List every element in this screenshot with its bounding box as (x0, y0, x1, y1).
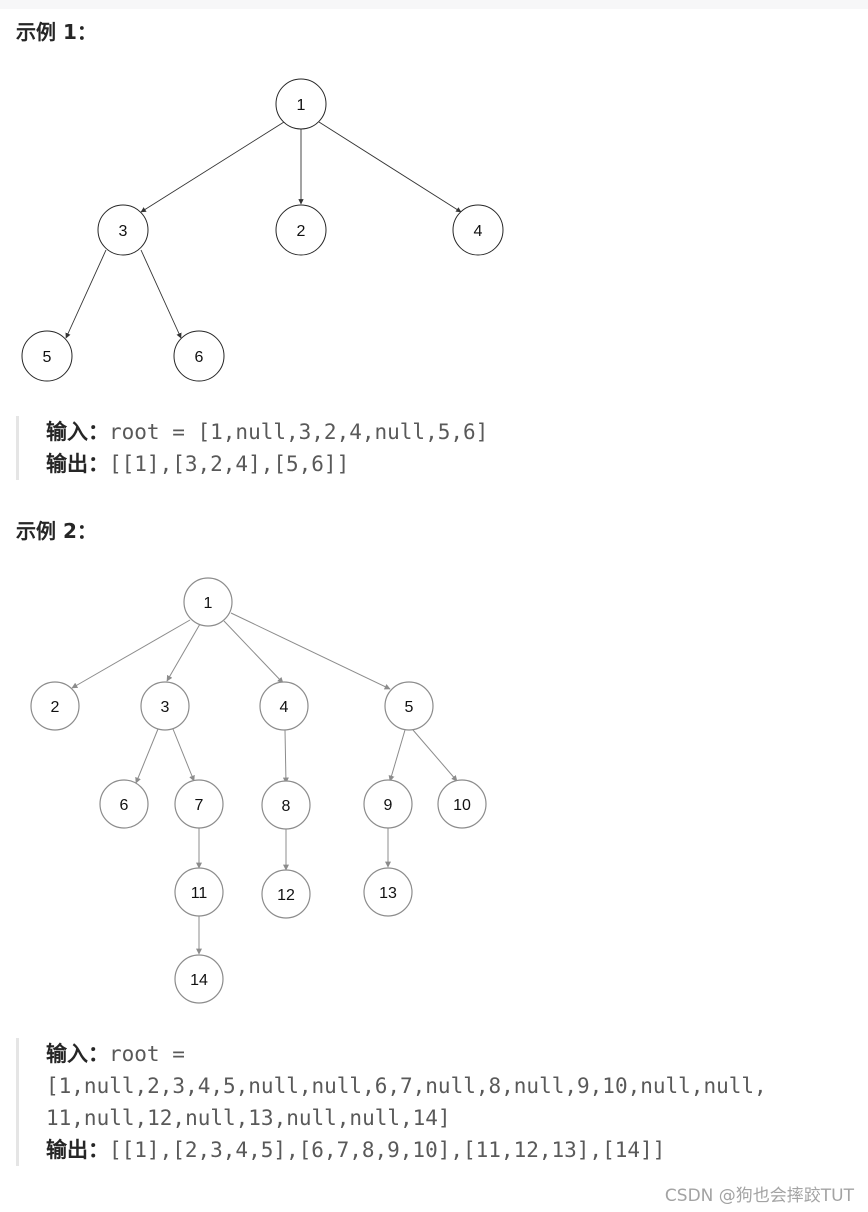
example-1-heading: 示例 1： (16, 20, 97, 44)
watermark: CSDN @狗也会摔跤TUT (664, 1186, 854, 1206)
tree-node: 11 (174, 867, 224, 917)
node-label: 13 (379, 885, 397, 902)
input-value-line-2: [1,null,2,3,4,5,null,null,6,7,null,8,nul… (46, 1074, 767, 1098)
example-2-io-block: 输入：root = [1,null,2,3,4,5,null,null,6,7,… (16, 1038, 767, 1166)
output-value: [[1],[3,2,4],[5,6]] (109, 452, 350, 476)
node-label: 7 (195, 797, 204, 814)
output-label: 输出： (46, 452, 109, 476)
node-label: 4 (280, 699, 289, 716)
node-label: 1 (204, 595, 213, 612)
edge-1-5 (230, 612, 391, 690)
example-2-tree-diagram: 1 2 3 4 5 6 7 8 9 10 11 12 13 14 (30, 577, 487, 1004)
tree-node: 14 (174, 954, 224, 1004)
output-label: 输出： (46, 1138, 109, 1162)
tree-node: 2 (275, 204, 327, 256)
node-label: 5 (43, 349, 52, 366)
edge-5-9 (388, 729, 406, 782)
edge-4-8 (282, 729, 289, 784)
edge-3-6 (135, 728, 159, 784)
edge-5-10 (412, 729, 458, 782)
output-line: 输出：[[1],[3,2,4],[5,6]] (46, 448, 488, 480)
tree-node: 6 (173, 330, 225, 382)
node-label: 3 (161, 699, 170, 716)
node-label: 10 (453, 797, 471, 814)
tree-node: 13 (363, 867, 413, 917)
tree-node: 12 (261, 869, 311, 919)
node-label: 5 (405, 699, 414, 716)
output-value: [[1],[2,3,4,5],[6,7,8,9,10],[11,12,13],[… (109, 1138, 666, 1162)
node-label: 6 (120, 797, 129, 814)
input-line: 输入：root = [1,null,3,2,4,null,5,6] (46, 416, 488, 448)
output-line: 输出：[[1],[2,3,4,5],[6,7,8,9,10],[11,12,13… (46, 1134, 767, 1166)
edge-1-4 (223, 620, 284, 684)
node-label: 6 (195, 349, 204, 366)
input-value-line-1: root = (109, 1042, 185, 1066)
edge-1-2 (71, 619, 191, 689)
input-label: 输入： (46, 420, 109, 444)
node-label: 2 (51, 699, 60, 716)
input-value-line-3: 11,null,12,null,13,null,null,14] (46, 1106, 451, 1130)
edge-1-3 (140, 121, 285, 213)
example-1-io-block: 输入：root = [1,null,3,2,4,null,5,6] 输出：[[1… (16, 416, 488, 480)
tree-node: 8 (261, 780, 311, 830)
node-label: 14 (190, 972, 208, 989)
edge-3-5 (65, 249, 107, 339)
tree-node: 1 (275, 78, 327, 130)
example-2-heading: 示例 2： (16, 519, 97, 543)
tree-node: 2 (30, 681, 80, 731)
tree-node: 4 (452, 204, 504, 256)
edge-1-3 (166, 623, 201, 682)
example-1-tree-diagram: 1 3 2 4 5 6 (21, 78, 504, 382)
node-label: 9 (384, 797, 393, 814)
node-label: 4 (474, 223, 483, 240)
tree-node: 9 (363, 779, 413, 829)
node-label: 1 (297, 97, 306, 114)
tree-node: 3 (140, 681, 190, 731)
input-label: 输入： (46, 1042, 109, 1066)
input-line: 输入：root = (46, 1038, 767, 1070)
input-value: root = [1,null,3,2,4,null,5,6] (109, 420, 489, 444)
tree-node: 5 (384, 681, 434, 731)
tree-node: 4 (259, 681, 309, 731)
tree-node: 7 (174, 779, 224, 829)
tree-node: 3 (97, 204, 149, 256)
tree-node: 6 (99, 779, 149, 829)
edge-3-6 (140, 249, 182, 339)
tree-node: 10 (437, 779, 487, 829)
top-bar (0, 0, 868, 9)
node-label: 2 (297, 223, 306, 240)
node-label: 11 (191, 885, 208, 902)
edge-3-7 (172, 728, 195, 782)
node-label: 12 (277, 887, 295, 904)
edge-1-4 (318, 121, 462, 213)
node-label: 8 (282, 798, 291, 815)
node-label: 3 (119, 223, 128, 240)
tree-node: 5 (21, 330, 73, 382)
tree-node: 1 (183, 577, 233, 627)
